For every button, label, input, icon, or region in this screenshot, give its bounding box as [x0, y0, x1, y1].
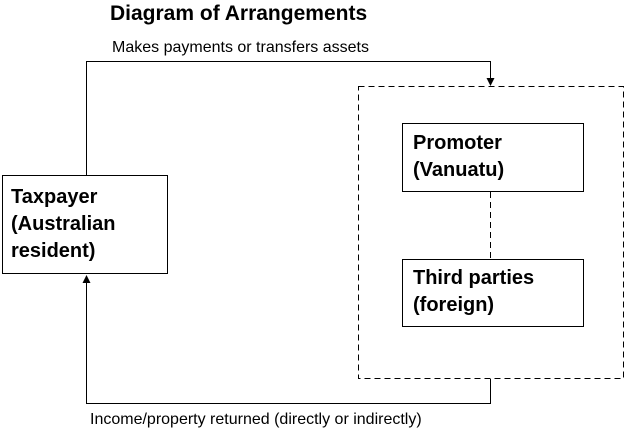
third-parties-line-2: (foreign): [413, 294, 495, 316]
return-flow-arrowhead: [82, 275, 91, 283]
payment-flow-arrowhead: [486, 78, 495, 86]
diagram-title: Diagram of Arrangements: [110, 2, 368, 25]
offshore-group-boundary: [358, 86, 624, 379]
third-parties-box: Third parties (foreign): [402, 259, 584, 327]
promoter-box: Promoter (Vanuatu): [402, 123, 584, 192]
taxpayer-box: Taxpayer (Australian resident): [2, 175, 168, 274]
payment-flow-label: Makes payments or transfers assets: [112, 39, 369, 56]
payment-flow-line: [86, 61, 491, 175]
return-flow-line: [86, 281, 491, 404]
taxpayer-line-1: Taxpayer: [11, 186, 98, 208]
promoter-line-1: Promoter: [413, 132, 502, 154]
taxpayer-line-3: resident): [11, 240, 96, 262]
return-flow-label: Income/property returned (directly or in…: [90, 411, 422, 428]
promoter-line-2: (Vanuatu): [413, 159, 505, 181]
taxpayer-line-2: (Australian: [11, 213, 116, 235]
third-parties-line-1: Third parties: [413, 267, 535, 289]
